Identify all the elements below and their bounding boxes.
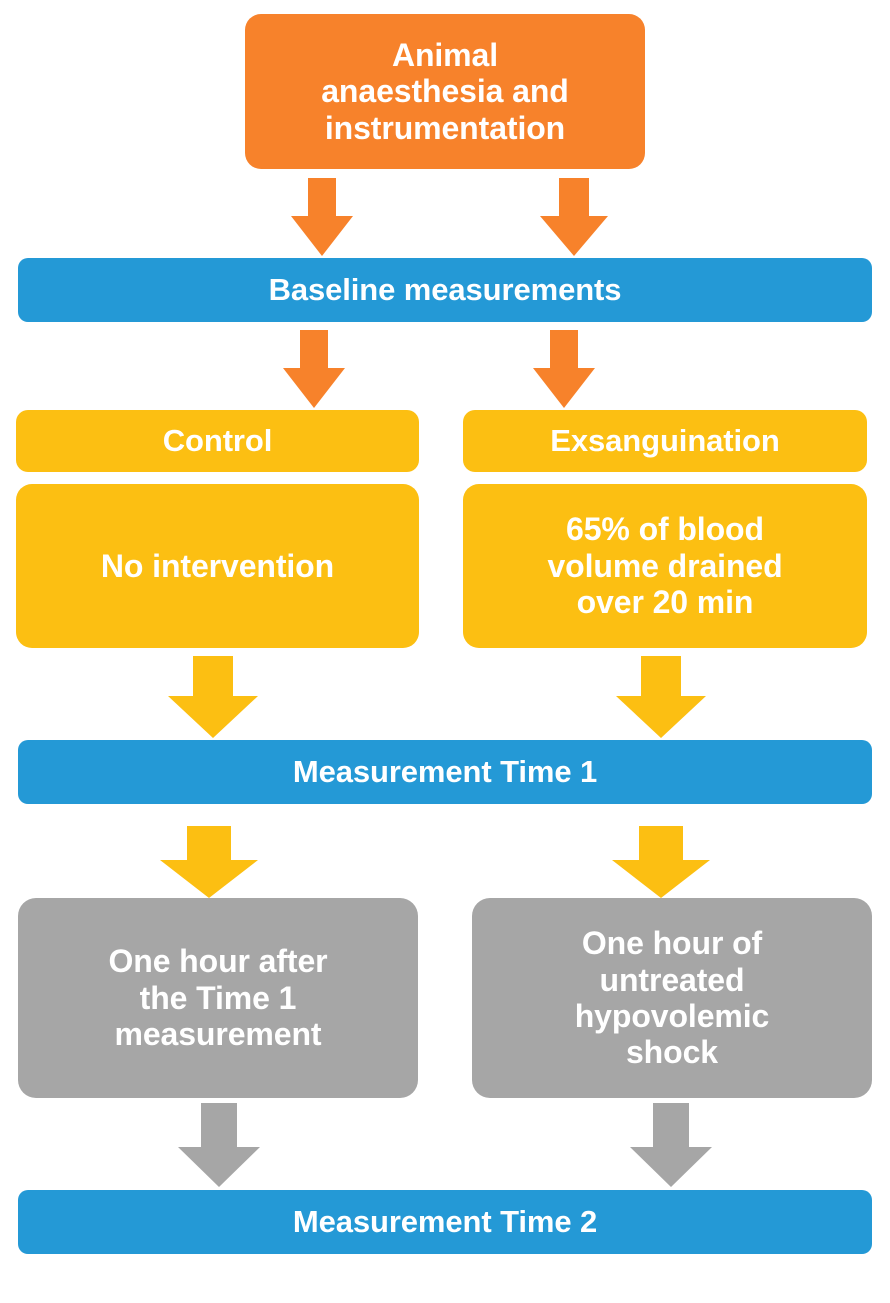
node-baseline-measurements: Baseline measurements bbox=[18, 258, 872, 322]
node-exsanguination: Exsanguination bbox=[463, 410, 867, 472]
node-one-hour-after-time1: One hour after the Time 1 measurement bbox=[18, 898, 418, 1098]
arrow-start-to-baseline-left bbox=[291, 178, 353, 256]
arrow-baseline-to-exsanguination bbox=[533, 330, 595, 408]
arrow-exsanguination-to-time1 bbox=[616, 656, 706, 738]
node-animal-anaesthesia: Animal anaesthesia and instrumentation bbox=[245, 14, 645, 169]
arrow-shock-wait-to-time2 bbox=[630, 1103, 712, 1187]
node-blood-volume-drained: 65% of blood volume drained over 20 min bbox=[463, 484, 867, 648]
arrow-control-wait-to-time2 bbox=[178, 1103, 260, 1187]
arrow-time1-to-control-wait bbox=[160, 826, 258, 898]
arrow-baseline-to-control bbox=[283, 330, 345, 408]
node-no-intervention: No intervention bbox=[16, 484, 419, 648]
arrow-start-to-baseline-right bbox=[540, 178, 608, 256]
arrow-control-to-time1 bbox=[168, 656, 258, 738]
arrow-time1-to-shock-wait bbox=[612, 826, 710, 898]
node-measurement-time-1: Measurement Time 1 bbox=[18, 740, 872, 804]
node-measurement-time-2: Measurement Time 2 bbox=[18, 1190, 872, 1254]
node-control: Control bbox=[16, 410, 419, 472]
node-one-hour-untreated-shock: One hour of untreated hypovolemic shock bbox=[472, 898, 872, 1098]
